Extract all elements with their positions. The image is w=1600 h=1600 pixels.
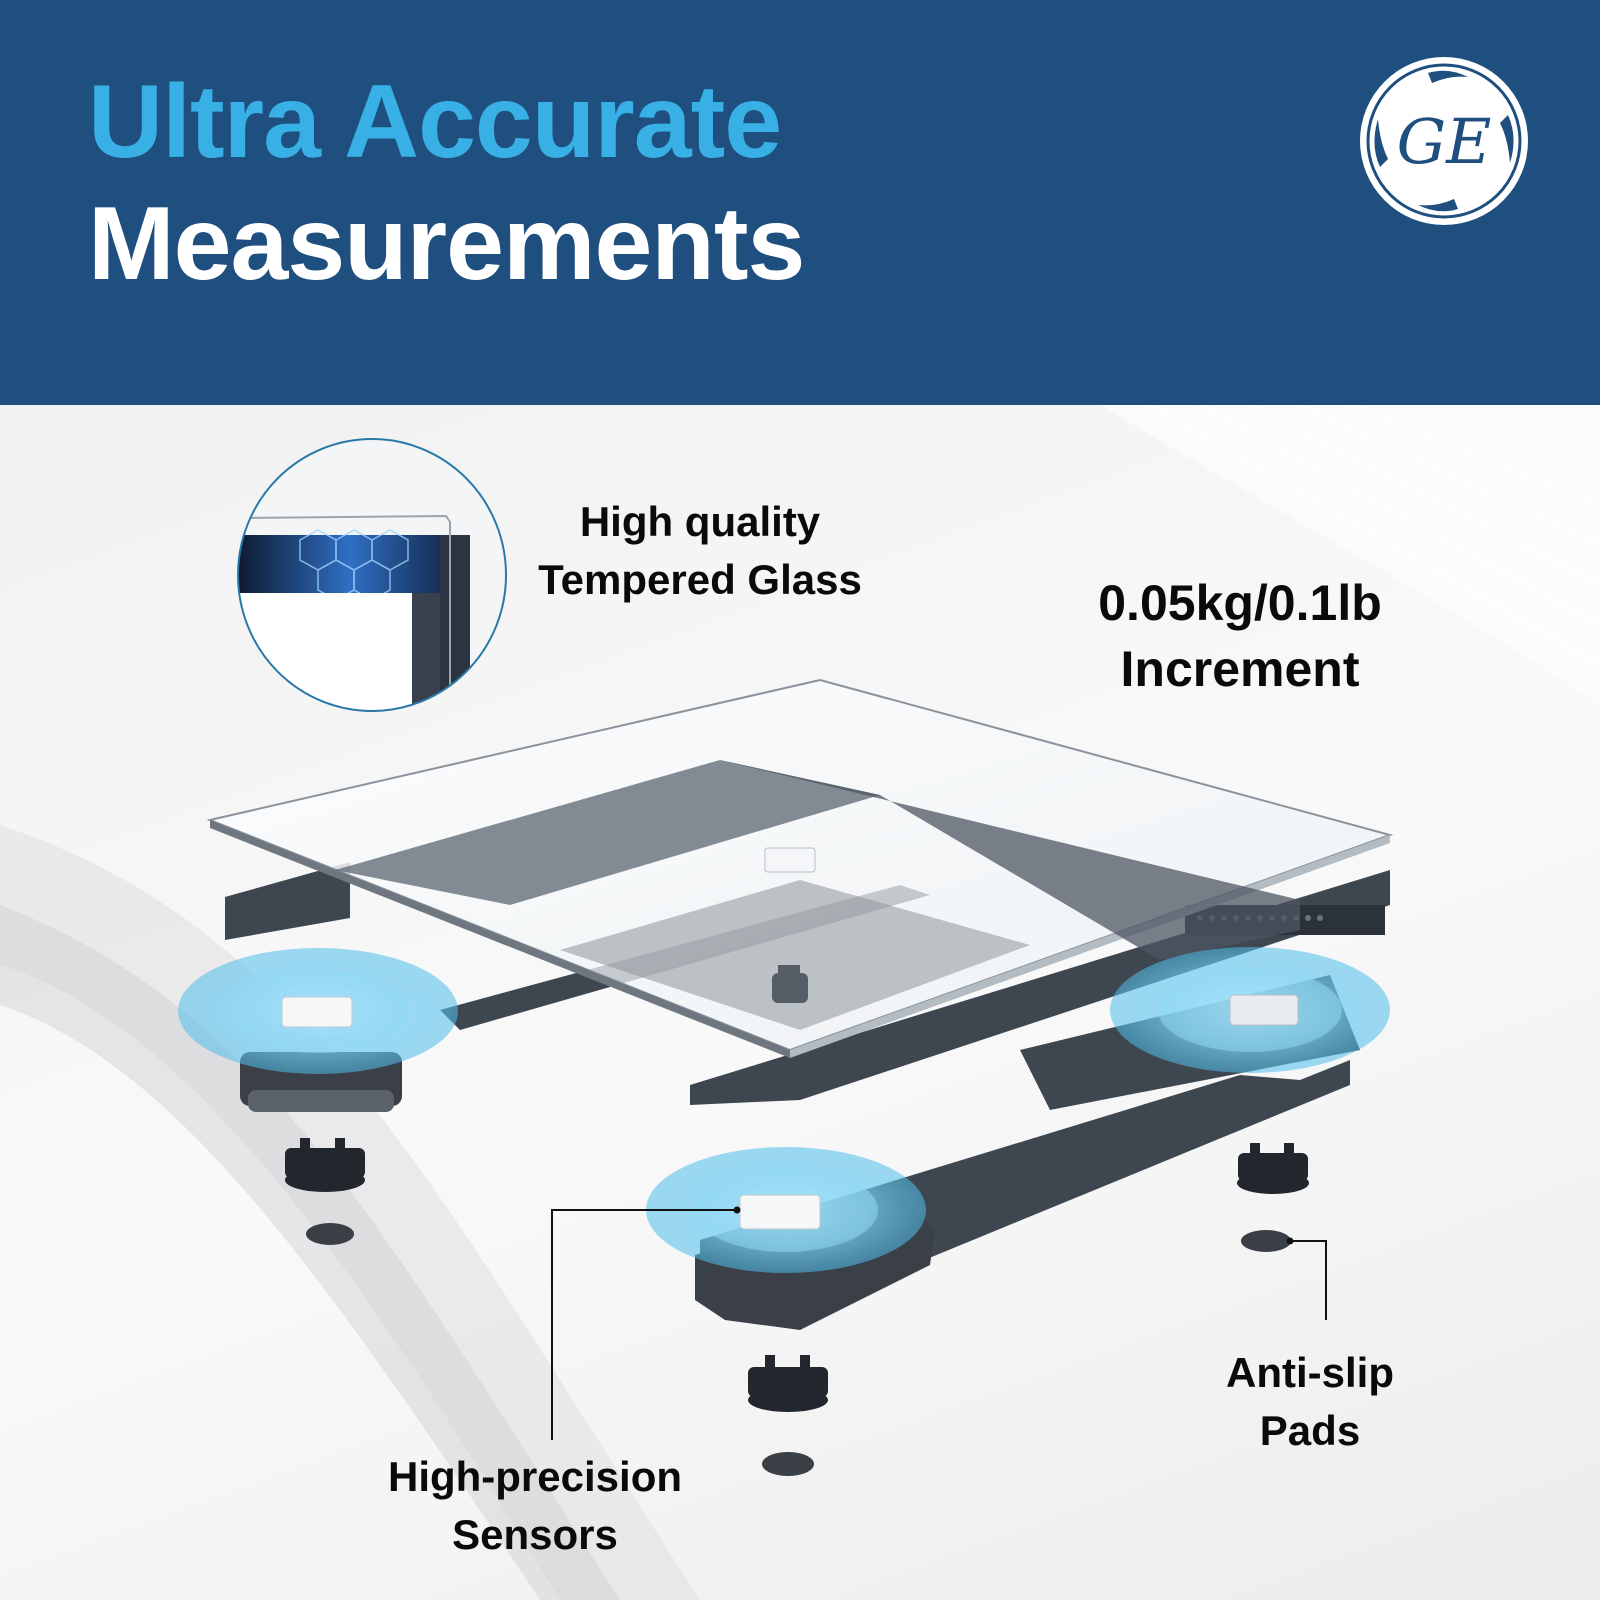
tempered-glass-top — [206, 678, 1394, 1058]
foot-back-left — [240, 1052, 402, 1245]
leader-lines — [551, 1209, 1327, 1440]
header-banner: Ultra Accurate Measurements GE — [0, 0, 1600, 405]
feature-label-tempered-glass: High quality Tempered Glass — [538, 498, 862, 603]
sensor-icon — [1110, 947, 1390, 1073]
background-swoosh — [0, 405, 1600, 1600]
feature-label-increment: 0.05kg/0.1lb Increment — [1098, 575, 1382, 697]
tempered-glass-closeup-icon — [237, 438, 507, 712]
foot-back-right — [1237, 1143, 1309, 1252]
title-line-2: Measurements — [88, 186, 805, 302]
feature-label-anti-slip-pads: Anti-slip Pads — [1226, 1349, 1394, 1454]
ge-logo-icon: GE — [1360, 57, 1528, 225]
sensor-icon — [646, 1147, 926, 1273]
feature-label-sensors: High-precision Sensors — [387, 1453, 683, 1558]
sensor-icon — [178, 948, 458, 1074]
svg-text:GE: GE — [1397, 105, 1492, 178]
title-line-1: Ultra Accurate — [88, 64, 782, 180]
